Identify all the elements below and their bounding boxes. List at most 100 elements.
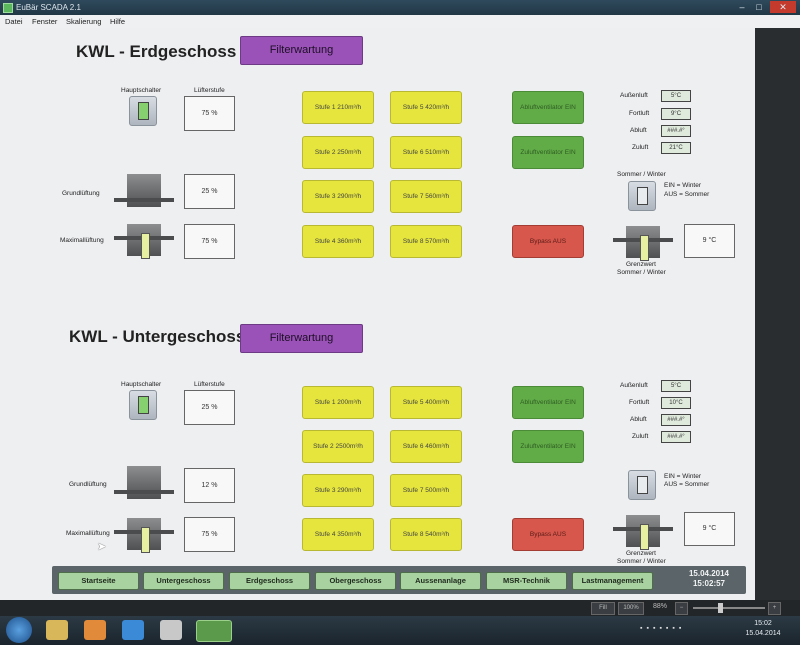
sommer-winter-switch[interactable] (628, 181, 656, 211)
stufe-5-button[interactable]: Stufe 5 420m³/h (390, 91, 462, 124)
menu-datei[interactable]: Datei (5, 17, 23, 26)
abluftventilator-status[interactable]: Abluftventilator EIN (512, 91, 584, 124)
aussenluft-label: Außenluft (620, 92, 648, 99)
fortluft-value: 9°C (661, 108, 691, 120)
nav-aussenanlage[interactable]: Aussenanlage (400, 572, 481, 590)
abluftventilator-status-ug[interactable]: Abluftventilator EIN (512, 386, 584, 419)
grenzwert-value-ug[interactable]: 9 °C (684, 512, 735, 546)
abluft-value-ug: ###.#° (661, 414, 691, 426)
menu-hilfe[interactable]: Hilfe (110, 17, 126, 26)
sommer-winter-label: Sommer / Winter (617, 171, 666, 178)
hauptschalter-switch-ug[interactable] (129, 390, 157, 420)
nav-lastmanagement[interactable]: Lastmanagement (572, 572, 653, 590)
media-player-icon[interactable] (84, 620, 106, 640)
scada-task-icon[interactable] (196, 620, 232, 642)
luefterstufe-value-ug: 25 % (184, 390, 235, 425)
stufe-1-button-ug[interactable]: Stufe 1 200m³/h (302, 386, 374, 419)
zuluft-label-ug: Zuluft (632, 433, 649, 440)
datetime-display: 15.04.2014 15:02:57 (672, 569, 746, 589)
stufe-7-button-ug[interactable]: Stufe 7 500m³/h (390, 474, 462, 507)
zuluft-label: Zuluft (632, 144, 649, 151)
menu-skalierung[interactable]: Skalierung (66, 17, 102, 26)
app-icon (3, 3, 13, 13)
clock-time: 15:02 (754, 620, 772, 627)
nav-erdgeschoss[interactable]: Erdgeschoss (229, 572, 310, 590)
zoom-slider[interactable] (693, 607, 765, 609)
zoom-level: 88% (653, 603, 668, 610)
window-title: EuBär SCADA 2.1 (16, 3, 81, 12)
start-button-icon[interactable] (6, 617, 32, 643)
internet-explorer-icon[interactable] (122, 620, 144, 640)
fortluft-value-ug: 10°C (661, 397, 691, 409)
fan-maximallueftung-icon-ug[interactable] (114, 518, 174, 554)
fortluft-label-ug: Fortluft (629, 399, 650, 406)
stufe-5-button-ug[interactable]: Stufe 5 400m³/h (390, 386, 462, 419)
season-legend-aus-ug: AUS = Sommer (664, 481, 710, 488)
keyboard-icon[interactable] (160, 620, 182, 640)
stufe-8-button-ug[interactable]: Stufe 8 540m³/h (390, 518, 462, 551)
fill-button[interactable]: Fill (591, 602, 615, 615)
system-tray-icons[interactable]: ▪▪▪▪▪▪▪ (640, 625, 686, 632)
nav-obergeschoss[interactable]: Obergeschoss (315, 572, 396, 590)
grenzwert-label: Grenzwert (626, 261, 656, 268)
stufe-3-button-ug[interactable]: Stufe 3 290m³/h (302, 474, 374, 507)
abluft-label-ug: Abluft (630, 416, 647, 423)
stufe-4-button[interactable]: Stufe 4 360m³/h (302, 225, 374, 258)
fan-grundlueftung-icon[interactable] (114, 174, 174, 210)
grenzwert-sublabel-ug: Sommer / Winter (617, 558, 666, 565)
stufe-4-button-ug[interactable]: Stufe 4 350m³/h (302, 518, 374, 551)
stufe-1-button[interactable]: Stufe 1 210m³/h (302, 91, 374, 124)
stufe-3-button[interactable]: Stufe 3 290m³/h (302, 180, 374, 213)
right-margin (755, 28, 800, 600)
stufe-7-button[interactable]: Stufe 7 560m³/h (390, 180, 462, 213)
zoom-out-button[interactable]: − (675, 602, 688, 615)
hauptschalter-label: Hauptschalter (121, 87, 162, 94)
menu-fenster[interactable]: Fenster (32, 17, 58, 26)
maximize-icon[interactable]: □ (756, 2, 762, 12)
zoom-in-button[interactable]: + (768, 602, 781, 615)
fan-grundlueftung-icon-ug[interactable] (114, 466, 174, 502)
zuluftventilator-status-ug[interactable]: Zuluftventilator EIN (512, 430, 584, 463)
filterwartung-button-ug[interactable]: Filterwartung (240, 324, 363, 353)
maximallueftung-value: 75 % (184, 224, 235, 259)
abluft-label: Abluft (630, 127, 647, 134)
luefterstufe-label-ug: Lüfterstufe (194, 381, 225, 388)
nav-msr-technik[interactable]: MSR-Technik (486, 572, 567, 590)
grundlueftung-value-ug: 12 % (184, 468, 235, 503)
aussenluft-label-ug: Außenluft (620, 382, 648, 389)
minimize-icon[interactable]: – (739, 2, 745, 12)
stufe-6-button[interactable]: Stufe 6 510m³/h (390, 136, 462, 169)
stufe-8-button[interactable]: Stufe 8 570m³/h (390, 225, 462, 258)
filterwartung-button[interactable]: Filterwartung (240, 36, 363, 65)
luefterstufe-label: Lüfterstufe (194, 87, 225, 94)
stufe-2-button-ug[interactable]: Stufe 2 2500m³/h (302, 430, 374, 463)
zuluftventilator-status[interactable]: Zuluftventilator EIN (512, 136, 584, 169)
close-icon[interactable]: ✕ (770, 1, 796, 13)
section-title-erdgeschoss: KWL - Erdgeschoss (76, 42, 237, 61)
aussenluft-value-ug: 5°C (661, 380, 691, 392)
grundlueftung-label-ug: Grundlüftung (69, 481, 107, 488)
grenzwert-label-ug: Grenzwert (626, 550, 656, 557)
zoom-100-button[interactable]: 100% (618, 602, 644, 615)
sommer-winter-switch-ug[interactable] (628, 470, 656, 500)
season-legend-aus: AUS = Sommer (664, 191, 710, 198)
grenzwert-value[interactable]: 9 °C (684, 224, 735, 258)
scada-canvas (0, 28, 755, 600)
nav-untergeschoss[interactable]: Untergeschoss (143, 572, 224, 590)
stufe-2-button[interactable]: Stufe 2 250m³/h (302, 136, 374, 169)
hauptschalter-switch[interactable] (129, 96, 157, 126)
taskbar-clock[interactable]: 15:02 15.04.2014 (740, 619, 786, 639)
bypass-status[interactable]: Bypass AUS (512, 225, 584, 258)
zoom-slider-thumb[interactable] (718, 603, 723, 613)
bypass-status-ug[interactable]: Bypass AUS (512, 518, 584, 551)
nav-startseite[interactable]: Startseite (58, 572, 139, 590)
hauptschalter-label-ug: Hauptschalter (121, 381, 162, 388)
section-title-untergeschoss: KWL - Untergeschoss (69, 327, 246, 346)
fan-maximallueftung-icon[interactable] (114, 224, 174, 260)
maximallueftung-label-ug: Maximallüftung (66, 530, 110, 537)
grenzwert-fan-icon (613, 226, 673, 262)
date-value: 15.04.2014 (688, 569, 730, 578)
stufe-6-button-ug[interactable]: Stufe 6 460m³/h (390, 430, 462, 463)
explorer-icon[interactable] (46, 620, 68, 640)
time-value: 15:02:57 (692, 579, 726, 588)
